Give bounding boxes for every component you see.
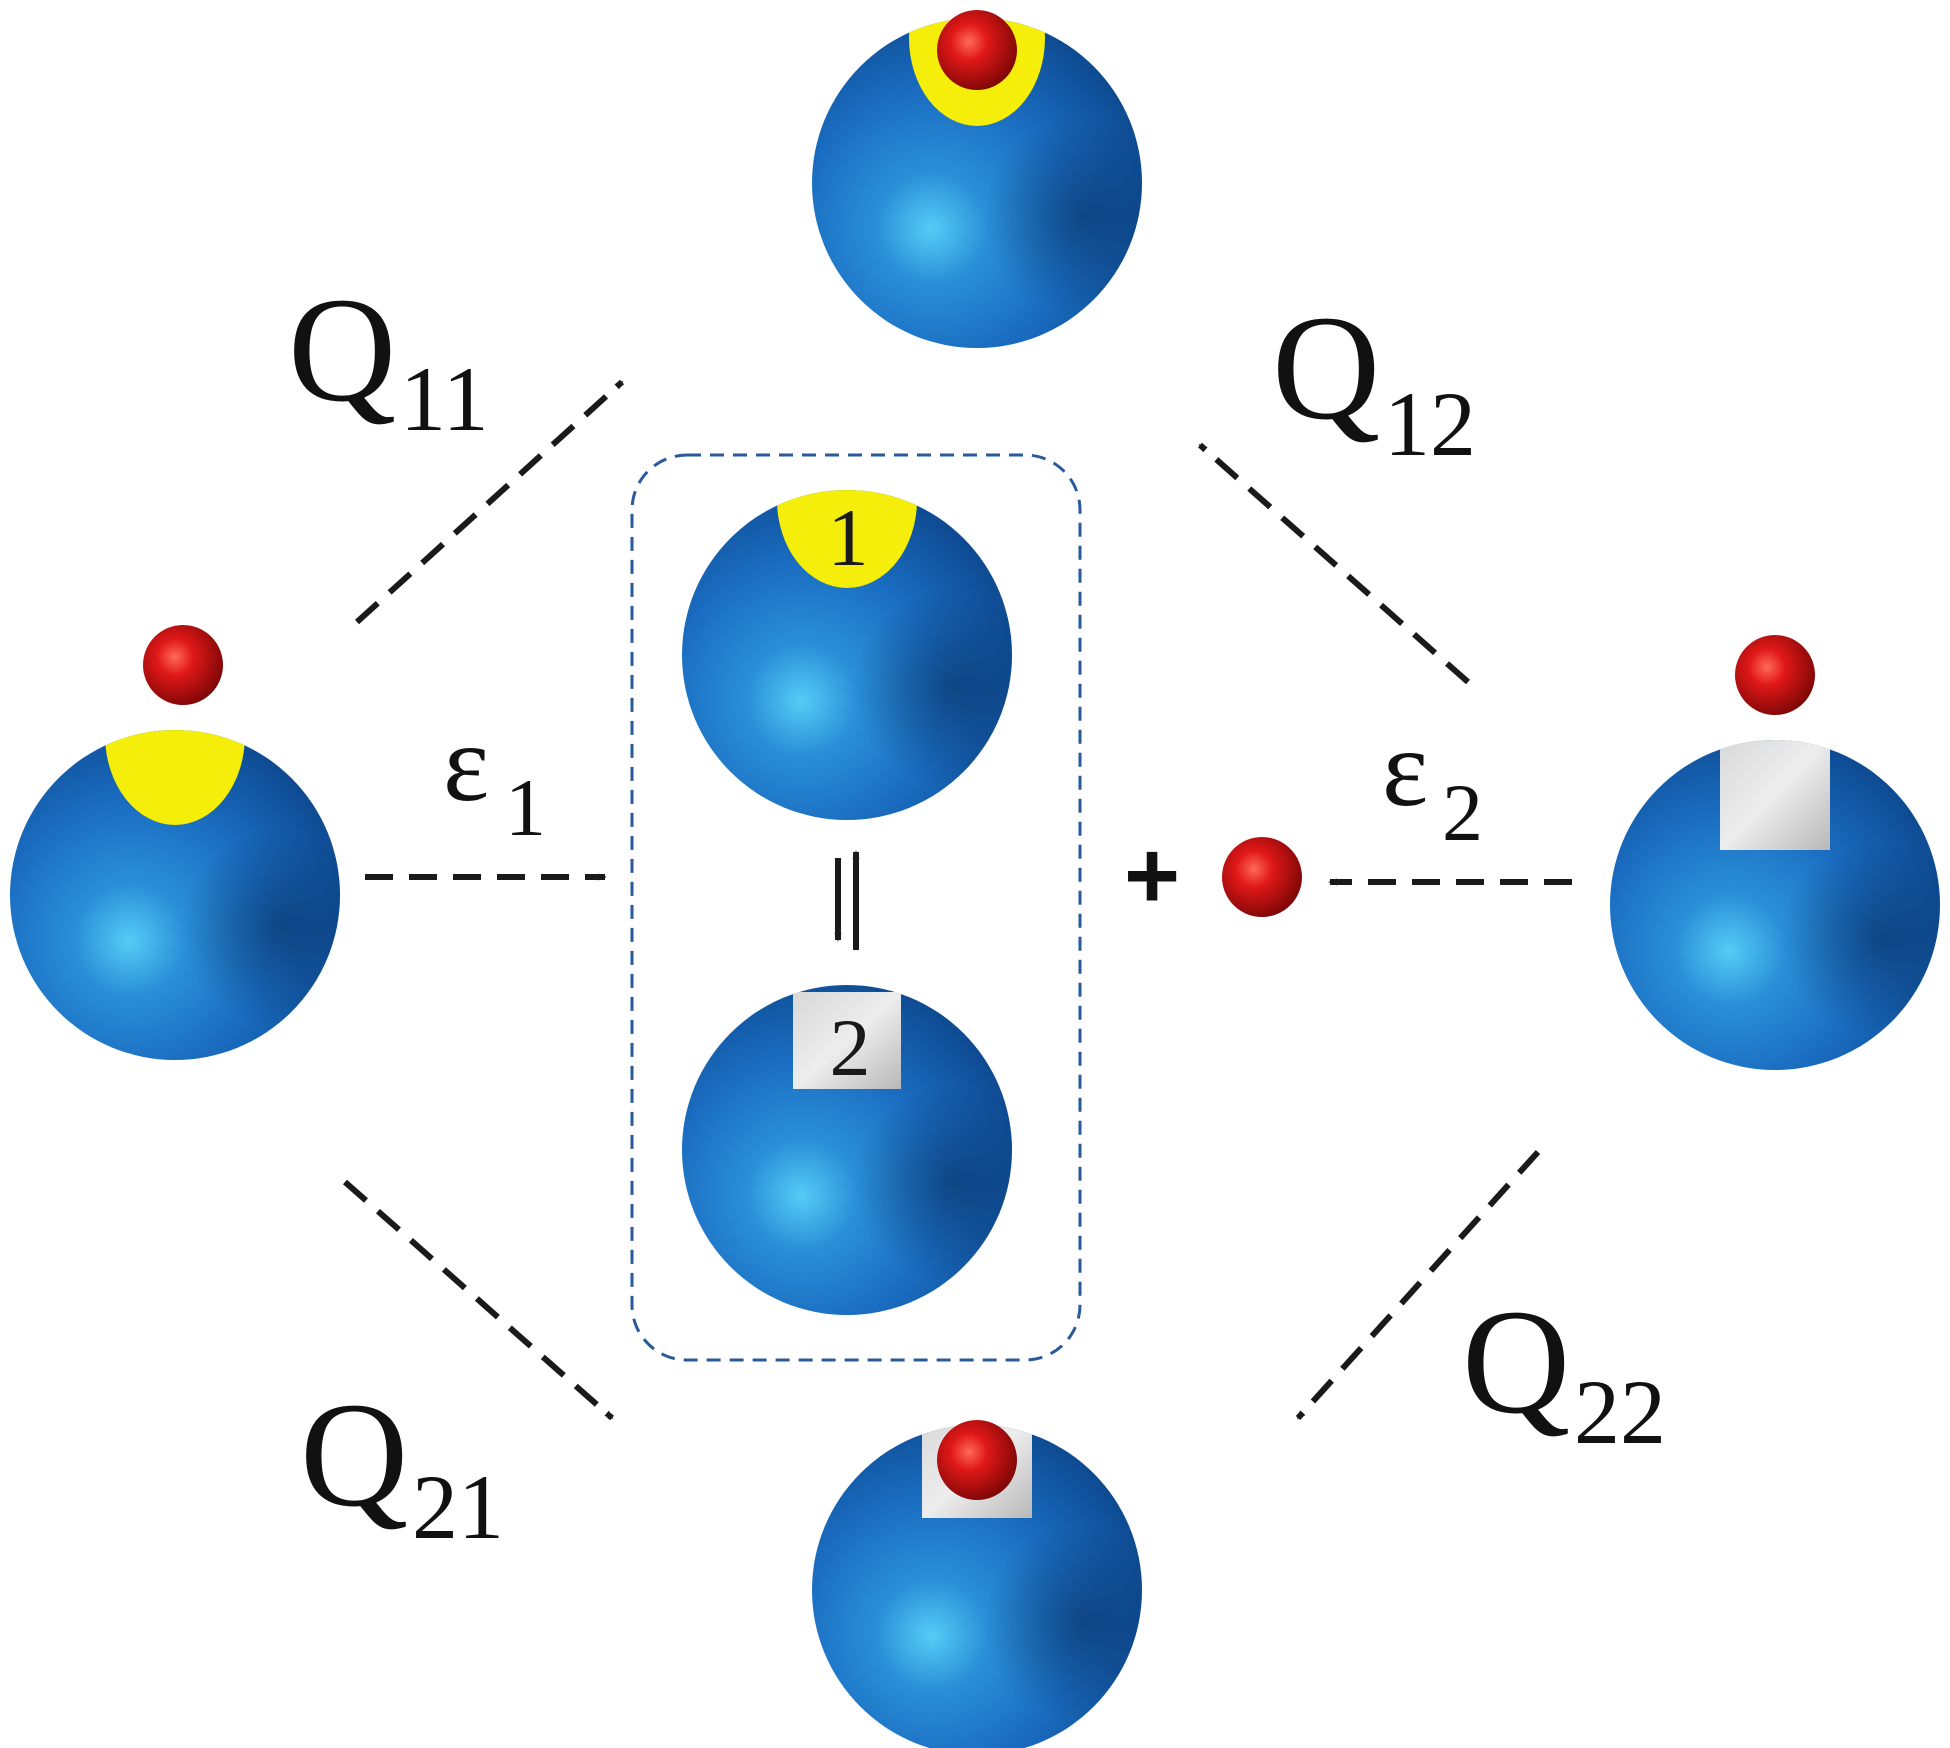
site-2-number: 2 <box>830 1002 871 1093</box>
plus-sign: + <box>1124 822 1180 929</box>
two-state-box <box>630 453 1082 1362</box>
label-q11: Q 11 <box>288 267 489 450</box>
ligand-released <box>1222 837 1302 917</box>
svg-text:Q: Q <box>1272 285 1380 451</box>
label-q21: Q 21 <box>300 1372 504 1558</box>
site1-patch <box>105 730 245 825</box>
sphere-left-site1-free <box>10 625 340 1060</box>
svg-text:12: 12 <box>1384 373 1476 475</box>
arrow-q12 <box>1198 442 1470 685</box>
site2-patch <box>1720 740 1830 850</box>
label-eps1: ε 1 <box>443 702 546 853</box>
svg-text:Q: Q <box>1462 1279 1570 1445</box>
site2-patch <box>793 992 901 1089</box>
svg-text:ε: ε <box>443 702 489 824</box>
ligand-bound <box>937 1420 1017 1500</box>
label-q12: Q 12 <box>1272 285 1476 475</box>
ligand-free <box>1735 635 1815 715</box>
svg-text:ε: ε <box>1382 707 1428 829</box>
sphere-right-site2-free <box>1610 635 1940 1070</box>
arrow-q21 <box>343 1179 614 1421</box>
svg-text:1: 1 <box>505 762 546 853</box>
svg-text:Q: Q <box>288 267 396 433</box>
svg-text:22: 22 <box>1574 1361 1666 1463</box>
arrow-q22 <box>1295 1149 1541 1421</box>
site1-patch <box>777 490 917 588</box>
sphere-top-site1-bound <box>812 10 1142 348</box>
svg-text:21: 21 <box>412 1456 504 1558</box>
sphere-bottom-site2-bound <box>812 1420 1142 1748</box>
site-1-number: 1 <box>828 492 869 583</box>
sphere-state-2: 2 <box>682 985 1012 1315</box>
sphere-state-1: 1 <box>682 490 1012 820</box>
label-eps2: ε 2 <box>1382 707 1483 858</box>
arrow-q11 <box>354 379 625 625</box>
svg-text:Q: Q <box>300 1372 408 1538</box>
ligand-bound <box>937 10 1017 90</box>
ligand-free <box>143 625 223 705</box>
equilibrium-arrows <box>834 850 860 950</box>
svg-text:11: 11 <box>400 348 489 450</box>
svg-text:2: 2 <box>1442 767 1483 858</box>
label-q22: Q 22 <box>1462 1279 1666 1463</box>
